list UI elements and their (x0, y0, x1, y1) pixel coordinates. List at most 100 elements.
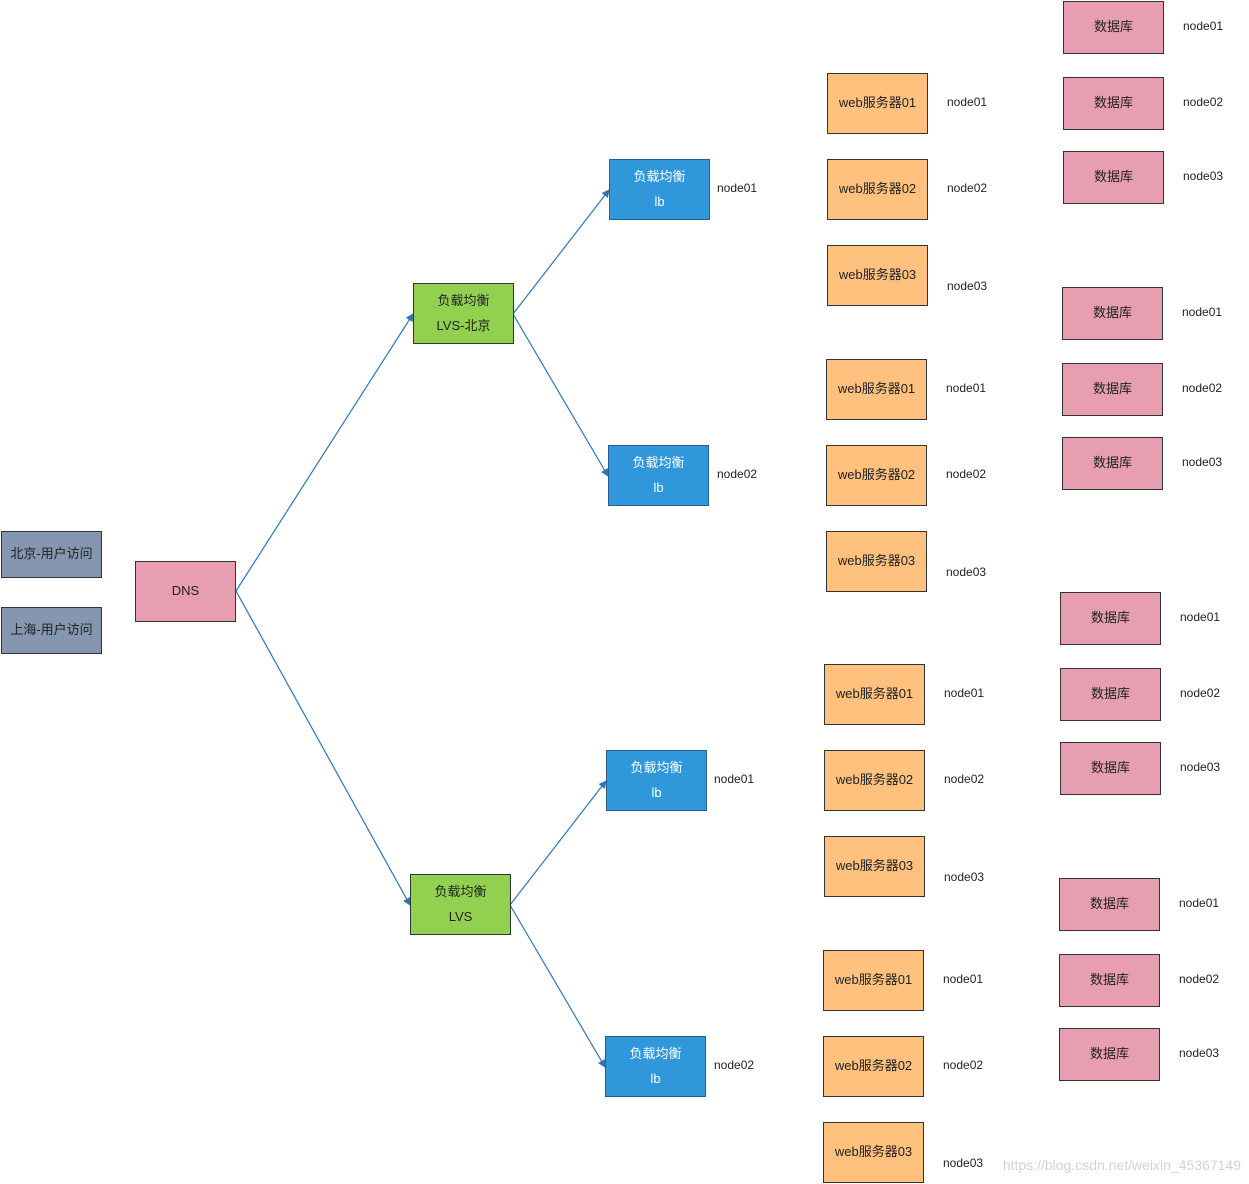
lb-node-label: node02 (717, 467, 758, 481)
web-server-box: web服务器03 (827, 245, 928, 306)
lb-subtitle: lb (654, 193, 665, 209)
database-node-label: node01 (1182, 305, 1223, 319)
web-node-label: node02 (947, 181, 988, 195)
lb-node-label: node01 (714, 772, 755, 786)
lb-node-label: node01 (717, 181, 758, 195)
database-box: 数据库 (1063, 1, 1164, 54)
web-server-label: web服务器03 (835, 858, 914, 874)
web-server-label: web服务器03 (834, 1144, 913, 1160)
lvs-subtitle: LVS (448, 908, 473, 924)
database-label: 数据库 (1092, 381, 1132, 397)
edge-dns-lvs-beijing (235, 313, 414, 592)
dns-box: DNS (135, 561, 236, 622)
edge-lvs-lb3 (509, 780, 607, 906)
lb-box-3: 负载均衡 lb (606, 750, 707, 811)
web-server-box: web服务器02 (823, 1036, 924, 1097)
database-box: 数据库 (1059, 878, 1160, 931)
edge-lvs-beijing-lb1 (512, 189, 610, 315)
database-node-label: node01 (1183, 19, 1224, 33)
web-server-box: web服务器02 (824, 750, 925, 811)
database-node-label: node02 (1179, 972, 1220, 986)
user-label: 上海-用户访问 (10, 622, 93, 638)
database-node-label: node02 (1180, 686, 1221, 700)
lb-box-4: 负载均衡 lb (605, 1036, 706, 1097)
database-node-label: node01 (1179, 896, 1220, 910)
web-server-label: web服务器02 (834, 1058, 913, 1074)
web-node-label: node03 (943, 1156, 984, 1170)
database-node-label: node03 (1180, 760, 1221, 774)
lb-box-2: 负载均衡 lb (608, 445, 709, 506)
database-box: 数据库 (1063, 77, 1164, 130)
database-node-label: node01 (1180, 610, 1221, 624)
web-server-box: web服务器02 (826, 445, 927, 506)
database-label: 数据库 (1089, 1046, 1129, 1062)
database-box: 数据库 (1060, 742, 1161, 795)
lvs-subtitle: LVS-北京 (436, 317, 491, 333)
web-server-box: web服务器01 (826, 359, 927, 420)
web-server-label: web服务器01 (838, 95, 917, 111)
lb-title: 负载均衡 (630, 759, 683, 775)
lb-box-1: 负载均衡 lb (609, 159, 710, 220)
database-label: 数据库 (1093, 95, 1133, 111)
web-node-label: node01 (947, 95, 988, 109)
lvs-beijing-box: 负载均衡 LVS-北京 (413, 283, 514, 344)
web-server-box: web服务器01 (824, 664, 925, 725)
database-label: 数据库 (1092, 455, 1132, 471)
database-node-label: node03 (1179, 1046, 1220, 1060)
database-node-label: node03 (1182, 455, 1223, 469)
web-node-label: node03 (946, 565, 987, 579)
lb-title: 负载均衡 (629, 1045, 682, 1061)
lvs-box: 负载均衡 LVS (410, 874, 511, 935)
database-box: 数据库 (1060, 592, 1161, 645)
web-server-box: web服务器01 (827, 73, 928, 134)
database-label: 数据库 (1092, 305, 1132, 321)
web-server-box: web服务器02 (827, 159, 928, 220)
lb-subtitle: lb (653, 479, 664, 495)
lb-subtitle: lb (651, 784, 662, 800)
database-label: 数据库 (1089, 972, 1129, 988)
database-node-label: node02 (1183, 95, 1224, 109)
web-node-label: node02 (946, 467, 987, 481)
database-box: 数据库 (1062, 287, 1163, 340)
lb-title: 负载均衡 (632, 454, 685, 470)
web-server-label: web服务器01 (837, 381, 916, 397)
database-box: 数据库 (1059, 1028, 1160, 1081)
database-label: 数据库 (1090, 686, 1130, 702)
database-node-label: node03 (1183, 169, 1224, 183)
web-node-label: node01 (943, 972, 984, 986)
web-server-label: web服务器02 (837, 467, 916, 483)
web-server-box: web服务器03 (824, 836, 925, 897)
database-node-label: node02 (1182, 381, 1223, 395)
web-node-label: node03 (944, 870, 985, 884)
lb-title: 负载均衡 (633, 168, 686, 184)
user-label: 北京-用户访问 (10, 546, 93, 562)
watermark-text: https://blog.csdn.net/weixin_45367149 (1002, 1157, 1241, 1173)
web-server-label: web服务器02 (838, 181, 917, 197)
lb-subtitle: lb (650, 1070, 661, 1086)
edge-lvs-beijing-lb2 (512, 313, 609, 477)
database-box: 数据库 (1063, 151, 1164, 204)
web-server-label: web服务器01 (835, 686, 914, 702)
database-label: 数据库 (1089, 896, 1129, 912)
web-node-label: node02 (943, 1058, 984, 1072)
database-box: 数据库 (1060, 668, 1161, 721)
web-node-label: node03 (947, 279, 988, 293)
web-node-label: node01 (944, 686, 985, 700)
edge-lvs-lb4 (509, 904, 606, 1068)
shanghai-user-access-box: 上海-用户访问 (1, 607, 102, 654)
web-server-label: web服务器02 (835, 772, 914, 788)
web-server-label: web服务器03 (838, 267, 917, 283)
web-server-box: web服务器01 (823, 950, 924, 1011)
database-box: 数据库 (1062, 363, 1163, 416)
web-node-label: node02 (944, 772, 985, 786)
web-server-label: web服务器03 (837, 553, 916, 569)
dns-label: DNS (171, 583, 200, 599)
database-label: 数据库 (1090, 760, 1130, 776)
beijing-user-access-box: 北京-用户访问 (1, 531, 102, 578)
lvs-title: 负载均衡 (434, 883, 487, 899)
web-server-label: web服务器01 (834, 972, 913, 988)
lvs-title: 负载均衡 (437, 292, 490, 308)
database-box: 数据库 (1062, 437, 1163, 490)
web-node-label: node01 (946, 381, 987, 395)
